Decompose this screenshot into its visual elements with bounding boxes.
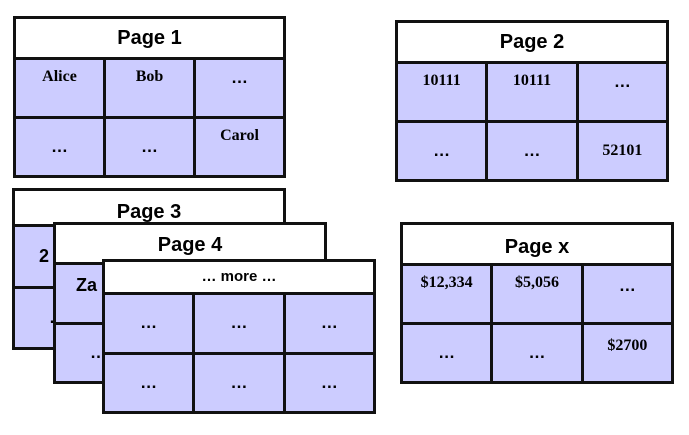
page-3-title: Page 3: [15, 191, 283, 227]
page-2-cell: 52101: [578, 123, 666, 179]
more-pages-title: … more …: [105, 262, 373, 295]
more-pages-grid: … … … … … …: [105, 295, 373, 411]
page-1-title: Page 1: [16, 19, 283, 60]
page-1-cell: Carol: [196, 119, 283, 175]
page-x-cell: …: [583, 266, 671, 322]
page-1-cell: …: [106, 119, 193, 175]
page-x-cell: …: [403, 325, 491, 381]
page-1-cell: Bob: [106, 60, 193, 116]
page-1-cell: …: [16, 119, 103, 175]
page-x-cell: …: [493, 325, 581, 381]
page-2-title: Page 2: [398, 23, 666, 64]
page-2-cell: 10111: [398, 64, 486, 120]
page-2-cell: …: [488, 123, 576, 179]
page-x-cell: $12,334: [403, 266, 491, 322]
more-pages-cell: …: [105, 354, 193, 411]
page-2-cell: 10111: [488, 64, 576, 120]
page-2-cell: …: [578, 64, 666, 120]
page-1-grid: Alice Bob … … … Carol: [16, 60, 283, 175]
more-pages: … more … … … … … … …: [102, 259, 376, 414]
page-x: Page x $12,334 $5,056 … … … $2700: [400, 222, 674, 384]
page-x-title: Page x: [403, 225, 671, 266]
page-x-cell: $2700: [583, 325, 671, 381]
more-pages-cell: …: [195, 295, 283, 352]
page-1-cell: …: [196, 60, 283, 116]
more-pages-cell: …: [105, 295, 193, 352]
more-pages-cell: …: [285, 354, 373, 411]
more-pages-cell: …: [285, 295, 373, 352]
page-4-title: Page 4: [56, 225, 324, 265]
page-x-grid: $12,334 $5,056 … … … $2700: [403, 266, 671, 381]
page-x-cell: $5,056: [493, 266, 581, 322]
page-1: Page 1 Alice Bob … … … Carol: [13, 16, 286, 178]
page-2-grid: 10111 10111 … … … 52101: [398, 64, 666, 179]
page-2: Page 2 10111 10111 … … … 52101: [395, 20, 669, 182]
page-1-cell: Alice: [16, 60, 103, 116]
page-2-cell: …: [398, 123, 486, 179]
more-pages-cell: …: [195, 354, 283, 411]
